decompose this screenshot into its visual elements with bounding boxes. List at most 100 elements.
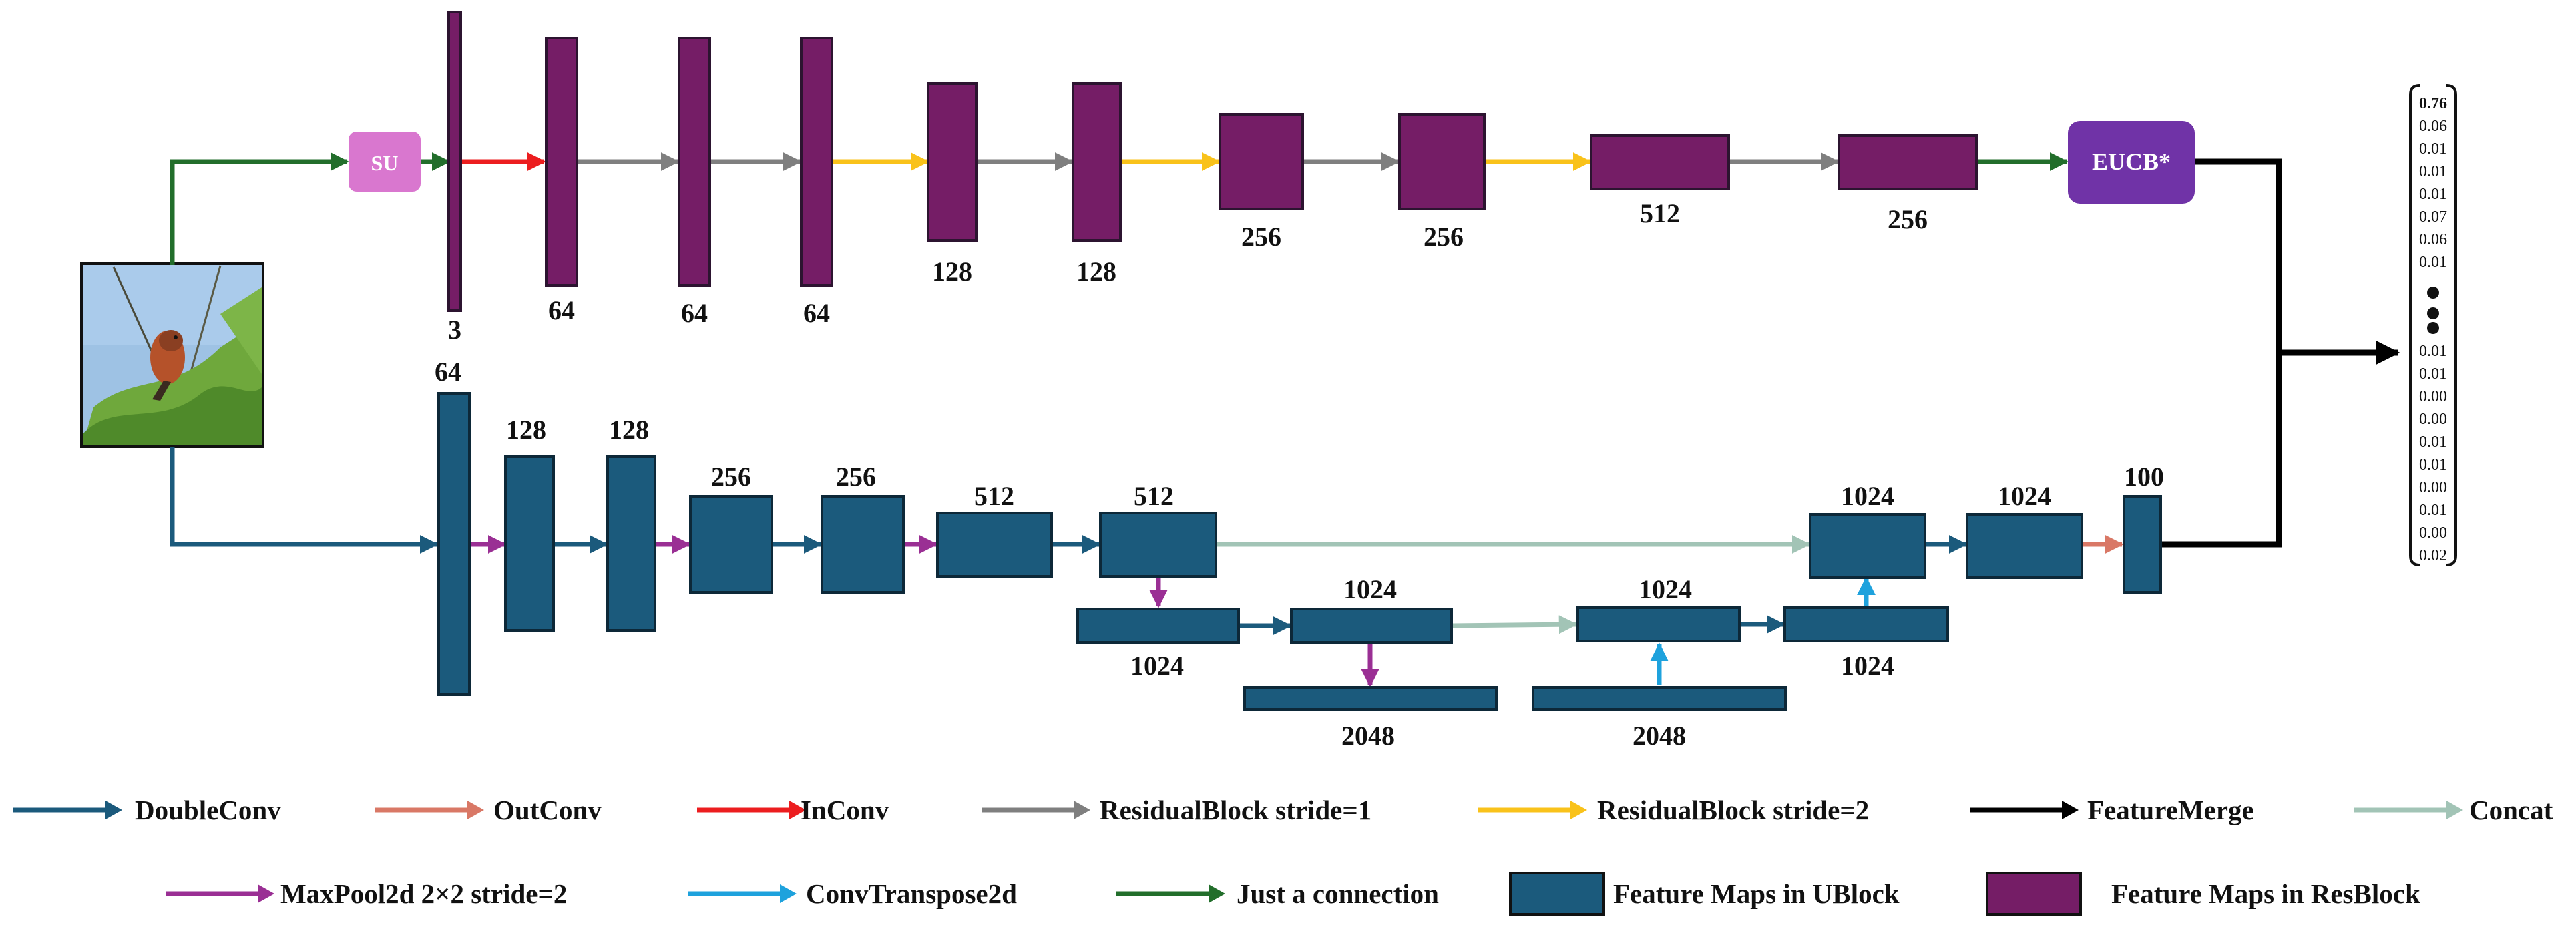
svg-text:SU: SU bbox=[371, 151, 399, 175]
connection-arrow bbox=[170, 152, 349, 265]
ublock-map bbox=[1076, 608, 1240, 644]
resblock-label: 64 bbox=[681, 298, 708, 328]
resblock-label: 256 bbox=[1241, 222, 1281, 252]
legend-item: Concat bbox=[2354, 795, 2553, 825]
resblock-label: 256 bbox=[1888, 204, 1928, 234]
output-probability: 0.06 bbox=[2419, 118, 2447, 135]
ublock-map bbox=[1809, 513, 1926, 579]
legend-item: Feature Maps in ResBlock bbox=[1986, 872, 2420, 916]
resblock-label: 64 bbox=[803, 298, 830, 328]
ublock-map bbox=[1243, 686, 1498, 711]
output-probability: 0.01 bbox=[2419, 186, 2447, 203]
output-probability: 0.01 bbox=[2419, 502, 2447, 519]
resblock-map bbox=[800, 37, 833, 287]
resblock-label: 128 bbox=[932, 256, 972, 287]
ublock-map bbox=[1783, 606, 1949, 642]
legend-item: DoubleConv bbox=[13, 795, 281, 825]
concat-arrow bbox=[1451, 615, 1578, 634]
ublock-label: 2048 bbox=[1341, 721, 1395, 751]
ublock-label: 512 bbox=[974, 481, 1014, 511]
ublock-map bbox=[1532, 686, 1787, 711]
legend-item: FeatureMerge bbox=[1970, 795, 2254, 825]
output-vector: 0.76 0.06 0.01 0.01 0.01 0.07 0.06 0.01 0.01 0.0… bbox=[2409, 84, 2457, 566]
legend-label: ResidualBlock stride=2 bbox=[1597, 795, 1869, 825]
ublock-label: 128 bbox=[506, 415, 546, 445]
legend-item: OutConv bbox=[375, 795, 602, 825]
legend-arrowhead bbox=[1570, 801, 1587, 819]
resblock-map bbox=[1219, 113, 1304, 210]
output-probability: 0.01 bbox=[2419, 140, 2447, 158]
resblock-map bbox=[447, 11, 462, 312]
ublock-label: 512 bbox=[1134, 481, 1174, 511]
output-probability: 0.00 bbox=[2419, 411, 2447, 428]
output-probability: 0.00 bbox=[2419, 524, 2447, 542]
input-image bbox=[80, 262, 264, 448]
resblock-map bbox=[1398, 113, 1486, 210]
legend-label: Feature Maps in UBlock bbox=[1613, 878, 1900, 909]
legend-label: DoubleConv bbox=[135, 795, 281, 825]
legend-label: Concat bbox=[2469, 795, 2553, 825]
resblock-label: 128 bbox=[1076, 256, 1116, 287]
output-probability: 0.01 bbox=[2419, 163, 2447, 180]
resblock-label: 256 bbox=[1424, 222, 1464, 252]
output-probability: 0.76 bbox=[2419, 95, 2447, 112]
resblock-map bbox=[545, 37, 578, 287]
legend-label: InConv bbox=[801, 795, 889, 825]
ublock-label: 100 bbox=[2124, 461, 2164, 492]
legend-label: Just a connection bbox=[1237, 878, 1439, 909]
output-probability: 0.07 bbox=[2419, 208, 2447, 226]
legend-arrowhead bbox=[2446, 801, 2463, 819]
ublock-map bbox=[1966, 513, 2083, 579]
resblock-label: 3 bbox=[448, 315, 461, 345]
featuremerge-lines bbox=[2161, 158, 2282, 548]
legend-swatch bbox=[1986, 872, 2082, 916]
ublock-label: 1024 bbox=[1998, 481, 2051, 511]
resblock-map bbox=[678, 37, 711, 287]
ellipsis-dot bbox=[2427, 307, 2439, 319]
legend-item: InConv bbox=[697, 795, 889, 825]
resblock-map bbox=[1838, 134, 1978, 190]
ellipsis-dot bbox=[2427, 322, 2439, 334]
ellipsis-dot bbox=[2427, 287, 2439, 299]
output-probability: 0.00 bbox=[2419, 479, 2447, 496]
legend-label: FeatureMerge bbox=[2087, 795, 2254, 825]
ublock-label: 1024 bbox=[1841, 651, 1894, 681]
ublock-label: 1024 bbox=[1639, 574, 1692, 604]
ublock-label: 1024 bbox=[1841, 481, 1894, 511]
svg-text:EUCB*: EUCB* bbox=[2092, 148, 2171, 175]
legend-arrowhead bbox=[258, 884, 274, 903]
output-probability: 0.00 bbox=[2419, 388, 2447, 405]
legend-arrowhead bbox=[1074, 801, 1090, 819]
ublock-label: 2048 bbox=[1633, 721, 1686, 751]
ublock-map bbox=[1099, 512, 1217, 578]
ublock-map bbox=[606, 455, 656, 632]
ublock-map bbox=[1576, 606, 1741, 642]
legend-item: Just a connection bbox=[1116, 878, 1439, 909]
ublock-label: 64 bbox=[435, 357, 461, 387]
legend-item: ConvTranspose2d bbox=[688, 878, 1017, 909]
output-probability: 0.01 bbox=[2419, 365, 2447, 383]
legend-arrowhead bbox=[467, 801, 484, 819]
ublock-label: 256 bbox=[836, 461, 876, 492]
output-probability: 0.01 bbox=[2419, 433, 2447, 451]
legend-label: OutConv bbox=[493, 795, 602, 825]
output-probability: 0.01 bbox=[2419, 254, 2447, 271]
eucb-block: EUCB* bbox=[2068, 121, 2195, 204]
resblock-map bbox=[1590, 134, 1730, 190]
legend-arrowhead bbox=[105, 801, 122, 819]
legend-swatch bbox=[1509, 872, 1605, 916]
ublock-label: 256 bbox=[711, 461, 751, 492]
legend-label: ResidualBlock stride=1 bbox=[1100, 795, 1371, 825]
output-probability: 0.06 bbox=[2419, 231, 2447, 248]
output-probability: 0.01 bbox=[2419, 343, 2447, 360]
legend-label: ConvTranspose2d bbox=[806, 878, 1017, 909]
resblock-label: 64 bbox=[548, 295, 575, 325]
legend-arrowhead bbox=[1209, 884, 1225, 903]
ublock-map bbox=[936, 512, 1053, 578]
legend-arrowhead bbox=[2062, 801, 2079, 819]
legend-item: ResidualBlock stride=2 bbox=[1478, 795, 1869, 825]
legend-arrowhead bbox=[789, 801, 806, 819]
resblock-map bbox=[1072, 82, 1122, 242]
legend-label: Feature Maps in ResBlock bbox=[2111, 878, 2420, 909]
